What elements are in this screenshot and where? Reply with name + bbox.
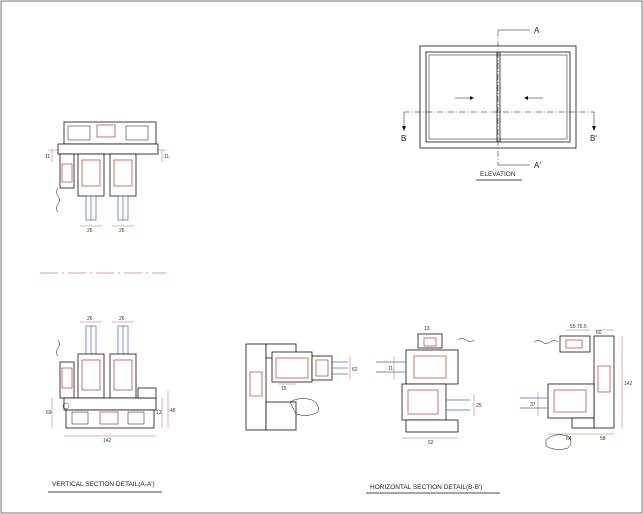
dim-left-2: 62 [352,367,358,373]
dim-side-top-1: 11 [45,154,50,160]
dim-right-1: 55.75.5 [570,324,587,330]
dim-center-3: 25 [476,403,482,409]
dim-side-top-2: 11 [164,154,169,160]
dim-right-3: 142 [624,381,633,387]
horizontal-section-title: HORIZONTAL SECTION DETAIL(B-B') [370,484,482,491]
dim-center-2: 11 [388,366,393,372]
dim-right-6: 58 [600,436,606,442]
dim-top-1: 26 [87,228,93,234]
elevation-title: ELEVATION [480,171,516,178]
dim-left-1: 15 [281,386,287,392]
section-b-left-label: B [401,134,406,143]
horizontal-section-right-drawing [520,329,623,450]
section-a-top-label: A [534,26,540,35]
dim-side-bottom-1: 69 [46,410,52,416]
dim-side-bottom-2: 13 [156,410,162,416]
vertical-section-sill-drawing [51,321,169,437]
dim-center-4: 52 [428,440,434,446]
elevation-drawing [402,29,596,166]
horizontal-section-center-drawing [376,333,475,439]
dim-side-bottom-3: 48 [170,408,176,414]
dim-bottom-2: 26 [119,316,125,322]
dim-center-1: 13 [424,326,430,332]
section-b-right-label: B' [590,134,597,143]
dim-right-2: 60 [596,330,602,336]
dim-right-5: 64 [566,436,572,442]
section-a-bottom-label: A' [534,161,541,170]
dim-bottom-1: 26 [87,316,93,322]
dim-total-width: 142 [103,438,112,444]
vertical-section-title: VERTICAL SECTION DETAIL(A-A') [52,481,155,488]
dim-right-4: 37 [530,402,536,408]
horizontal-section-left-drawing [245,343,351,431]
vertical-section-head-drawing [48,121,166,227]
dim-top-2: 26 [119,228,125,234]
